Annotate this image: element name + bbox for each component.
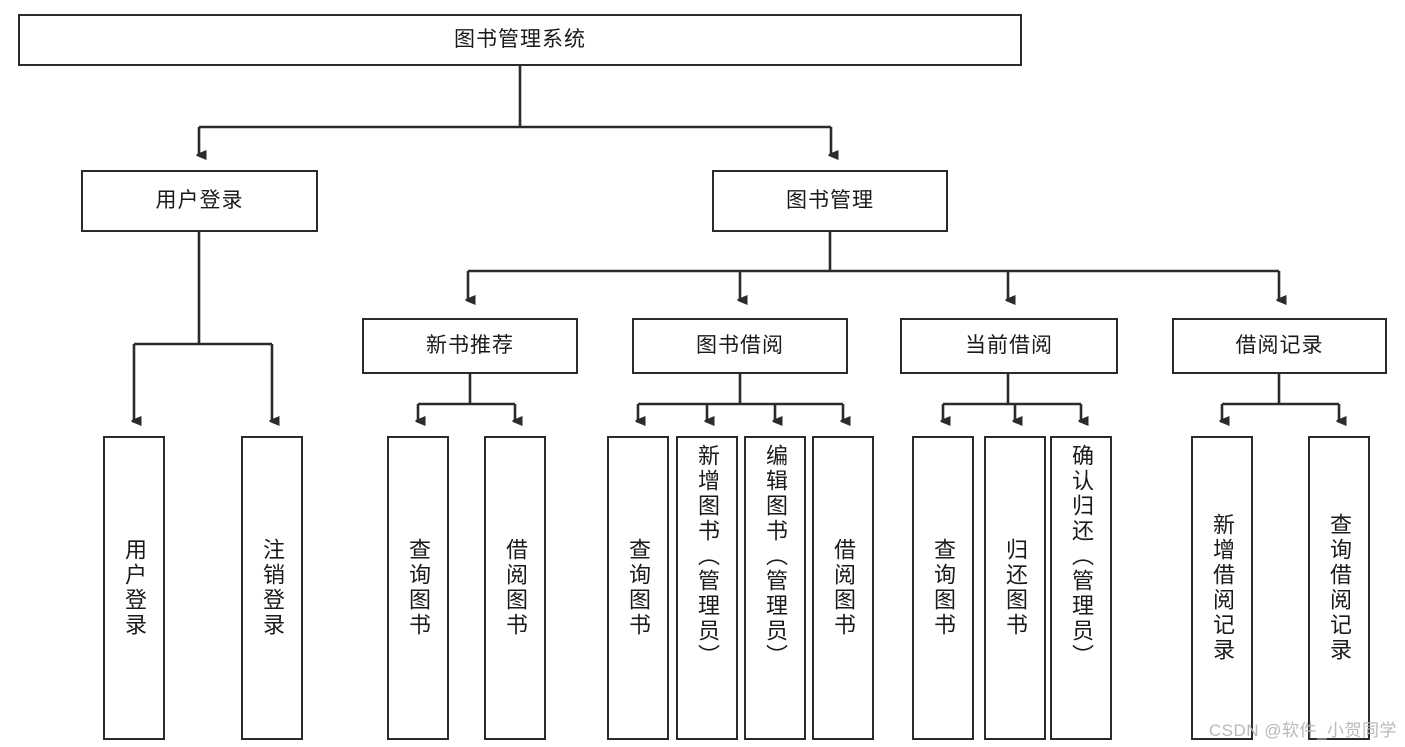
- node-leaf-新增图书管理员-5[interactable]: 新增图书（管理员）: [676, 436, 738, 740]
- node-leaf-查询借阅记录-12-label: 查询借阅记录: [1327, 513, 1352, 663]
- node-l3-图书借阅-1-label: 图书借阅: [696, 333, 784, 357]
- node-leaf-查询借阅记录-12[interactable]: 查询借阅记录: [1308, 436, 1370, 740]
- node-l3-图书借阅-1[interactable]: 图书借阅: [632, 318, 848, 374]
- node-leaf-注销登录-1[interactable]: 注销登录: [241, 436, 303, 740]
- node-leaf-借阅图书-7-label: 借阅图书: [831, 538, 856, 638]
- node-leaf-查询图书-8-label: 查询图书: [931, 538, 956, 638]
- node-leaf-借阅图书-3[interactable]: 借阅图书: [484, 436, 546, 740]
- node-l3-新书推荐-0[interactable]: 新书推荐: [362, 318, 578, 374]
- node-l3-借阅记录-3[interactable]: 借阅记录: [1172, 318, 1387, 374]
- node-leaf-编辑图书管理员-6[interactable]: 编辑图书（管理员）: [744, 436, 806, 740]
- csdn-watermark: CSDN @软件_小贺同学: [1208, 721, 1397, 740]
- node-leaf-借阅图书-7[interactable]: 借阅图书: [812, 436, 874, 740]
- node-leaf-确认归还管理员-10-label: 确认归还（管理员）: [1069, 444, 1094, 669]
- node-leaf-归还图书-9[interactable]: 归还图书: [984, 436, 1046, 740]
- node-leaf-编辑图书管理员-6-label: 编辑图书（管理员）: [763, 444, 788, 669]
- node-leaf-确认归还管理员-10[interactable]: 确认归还（管理员）: [1050, 436, 1112, 740]
- node-leaf-归还图书-9-label: 归还图书: [1003, 538, 1028, 638]
- node-leaf-查询图书-4[interactable]: 查询图书: [607, 436, 669, 740]
- node-l2-图书管理-1-label: 图书管理: [786, 188, 874, 212]
- node-l3-当前借阅-2-label: 当前借阅: [965, 333, 1053, 357]
- node-leaf-注销登录-1-label: 注销登录: [260, 538, 285, 638]
- node-leaf-查询图书-2-label: 查询图书: [406, 538, 431, 638]
- node-l2-用户登录-0[interactable]: 用户登录: [81, 170, 318, 232]
- node-l3-当前借阅-2[interactable]: 当前借阅: [900, 318, 1118, 374]
- node-leaf-新增借阅记录-11-label: 新增借阅记录: [1210, 513, 1235, 663]
- node-l2-图书管理-1[interactable]: 图书管理: [712, 170, 948, 232]
- node-leaf-用户登录-0-label: 用户登录: [122, 538, 147, 638]
- node-l3-新书推荐-0-label: 新书推荐: [426, 333, 514, 357]
- node-leaf-新增借阅记录-11[interactable]: 新增借阅记录: [1191, 436, 1253, 740]
- node-leaf-查询图书-4-label: 查询图书: [626, 538, 651, 638]
- node-leaf-借阅图书-3-label: 借阅图书: [503, 538, 528, 638]
- node-leaf-用户登录-0[interactable]: 用户登录: [103, 436, 165, 740]
- node-l3-借阅记录-3-label: 借阅记录: [1235, 333, 1324, 357]
- node-leaf-查询图书-8[interactable]: 查询图书: [912, 436, 974, 740]
- node-l2-用户登录-0-label: 用户登录: [155, 188, 244, 212]
- node-leaf-新增图书管理员-5-label: 新增图书（管理员）: [695, 444, 720, 669]
- node-root-label: 图书管理系统: [454, 27, 586, 51]
- node-leaf-查询图书-2[interactable]: 查询图书: [387, 436, 449, 740]
- node-root[interactable]: 图书管理系统: [18, 14, 1022, 66]
